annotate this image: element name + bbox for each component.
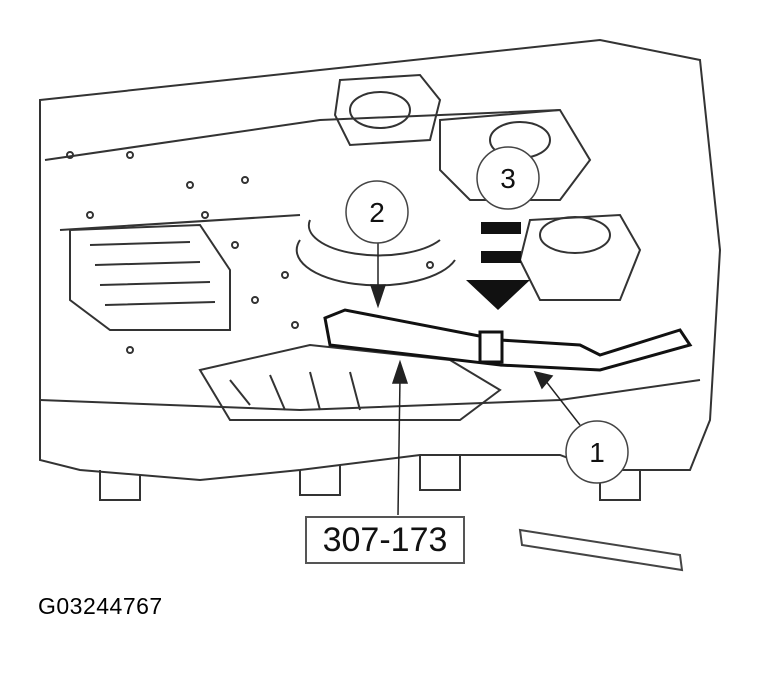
callout-2-circle <box>345 180 409 244</box>
callout-2-label: 2 <box>369 197 385 228</box>
pin-part-illustration <box>518 528 684 572</box>
callout-3-label: 3 <box>500 163 516 194</box>
callout-3-circle <box>476 146 540 210</box>
tool-number-box: 307-173 <box>305 516 465 564</box>
figure-id: G03244767 <box>38 593 163 619</box>
callout-1-circle <box>565 420 629 484</box>
tool-307-173-illustration <box>323 308 693 372</box>
push-down-arrow-icon <box>466 222 530 310</box>
callout-1-label: 1 <box>589 437 605 468</box>
valve-body-outline <box>39 38 722 482</box>
